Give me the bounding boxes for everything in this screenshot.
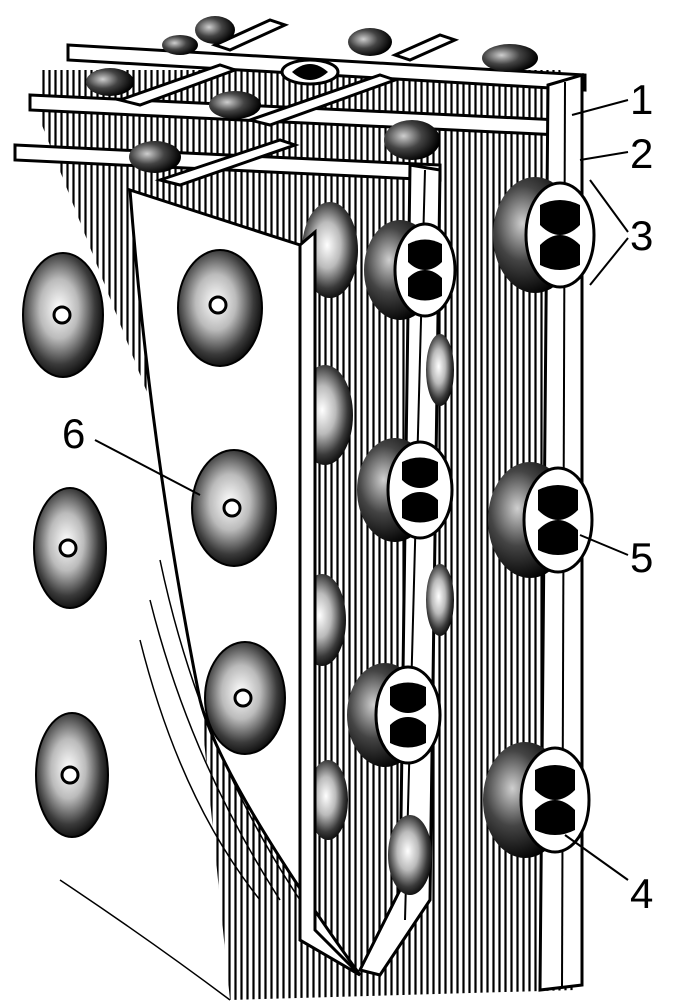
leader-lines bbox=[94, 99, 629, 881]
bordered-pit-pair bbox=[488, 462, 594, 578]
label-2: 2 bbox=[630, 130, 653, 177]
bordered-pit-pair bbox=[364, 220, 457, 320]
label-4: 4 bbox=[630, 870, 653, 917]
label-5: 5 bbox=[630, 534, 653, 581]
label-6: 6 bbox=[62, 410, 85, 457]
front-wall-pit bbox=[204, 641, 286, 755]
front-wall-pit bbox=[177, 249, 263, 367]
bordered-pit-pair bbox=[483, 742, 591, 858]
front-tracheid-wall bbox=[59, 187, 362, 1001]
bordered-pit-pair bbox=[357, 438, 454, 542]
left-pit bbox=[33, 487, 107, 609]
bordered-pit-pair bbox=[493, 177, 596, 293]
left-pit bbox=[22, 252, 104, 378]
bordered-pit-pair bbox=[347, 663, 442, 767]
front-wall-pit bbox=[191, 449, 277, 567]
top-lattice bbox=[13, 16, 587, 187]
left-pit bbox=[35, 712, 109, 838]
label-1: 1 bbox=[630, 76, 653, 123]
label-3: 3 bbox=[630, 212, 653, 259]
